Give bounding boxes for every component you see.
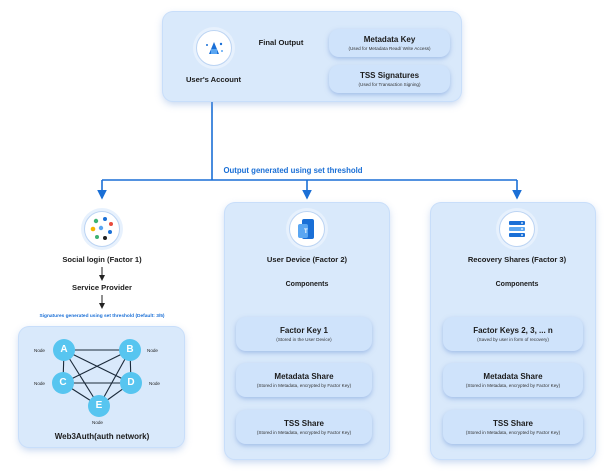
factor3-item-title: TSS Share	[492, 419, 533, 428]
factor2-item-subtitle: (Stored in the User Device)	[276, 337, 332, 342]
final-output-label: Final Output	[258, 38, 304, 47]
user-device-icon: T	[289, 211, 325, 247]
factor2-item-subtitle: (Stored in Metadata, encrypted by Factor…	[256, 383, 352, 388]
factor2-item-metadata-share: Metadata Share (Stored in Metadata, encr…	[236, 363, 372, 397]
social-login-icon	[84, 211, 120, 247]
tss-signatures-box: TSS Signatures (Used for Transaction Sig…	[329, 65, 450, 93]
node-a-label: Node	[34, 348, 45, 353]
svg-text:T: T	[304, 229, 308, 235]
auth-network-label: Web3Auth(auth network)	[54, 432, 150, 441]
node-b-label: Node	[147, 348, 158, 353]
factor3-item-subtitle: (Stored in Metadata, encrypted by Factor…	[465, 383, 561, 388]
factor3-item-subtitle: (Stored in Metadata, encrypted by Factor…	[465, 430, 561, 435]
factor3-item-title: Factor Keys 2, 3, ... n	[473, 326, 553, 335]
factor2-item-tss-share: TSS Share (Stored in Metadata, encrypted…	[236, 410, 372, 444]
factor1-title: Social login (Factor 1)	[62, 255, 142, 264]
factor2-item-factor-key: Factor Key 1 (Stored in the User Device)	[236, 317, 372, 351]
factor3-item-subtitle: (Saved by user in form of recovery)	[477, 337, 549, 342]
node-c: C	[52, 372, 74, 394]
metadata-key-subtitle: (Used for Metadata Read/ Write Access)	[348, 46, 431, 51]
node-e: E	[88, 395, 110, 417]
factor2-title: User Device (Factor 2)	[266, 255, 348, 264]
recovery-shares-icon	[499, 211, 535, 247]
service-provider-label: Service Provider	[72, 283, 132, 292]
factor3-components-label: Components	[495, 281, 539, 288]
factor2-components-label: Components	[285, 281, 329, 288]
tss-signatures-subtitle: (Used for Transaction Signing)	[358, 82, 421, 87]
node-d-label: Node	[149, 381, 160, 386]
factor2-item-title: TSS Share	[283, 419, 324, 428]
signatures-note: Signatures generated using set threshold…	[39, 314, 165, 319]
node-c-label: Node	[34, 381, 45, 386]
factor3-title: Recovery Shares (Factor 3)	[467, 255, 567, 264]
auth-network-panel	[19, 327, 184, 447]
factor3-item-tss-share: TSS Share (Stored in Metadata, encrypted…	[443, 410, 583, 444]
node-a: A	[53, 339, 75, 361]
factor3-item-factor-keys: Factor Keys 2, 3, ... n (Saved by user i…	[443, 317, 583, 351]
factor2-item-subtitle: (Stored in Metadata, encrypted by Factor…	[256, 430, 352, 435]
tss-signatures-title: TSS Signatures	[359, 71, 420, 80]
node-b: B	[119, 339, 141, 361]
factor2-item-title: Metadata Share	[274, 372, 334, 381]
factor3-item-metadata-share: Metadata Share (Stored in Metadata, encr…	[443, 363, 583, 397]
factor3-item-title: Metadata Share	[483, 372, 543, 381]
account-label: User's Account	[185, 75, 242, 84]
threshold-label: Output generated using set threshold	[223, 166, 363, 175]
metadata-key-title: Metadata Key	[363, 35, 416, 44]
metadata-key-box: Metadata Key (Used for Metadata Read/ Wr…	[329, 29, 450, 57]
account-icon	[196, 30, 232, 66]
node-e-label: Node	[92, 420, 103, 425]
node-d: D	[120, 372, 142, 394]
factor2-item-title: Factor Key 1	[279, 326, 329, 335]
